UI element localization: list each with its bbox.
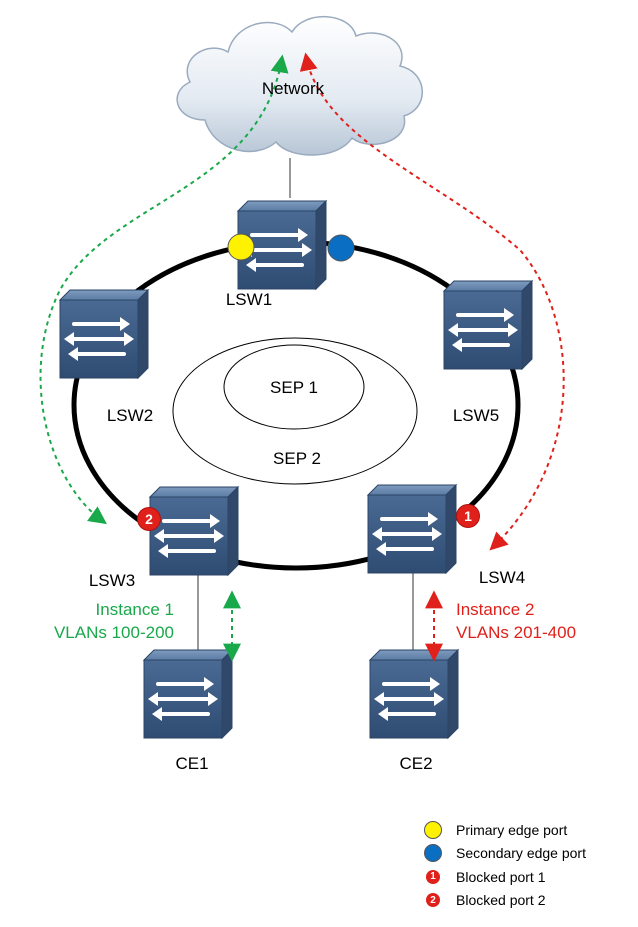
legend-label: Primary edge port <box>456 821 568 838</box>
red-number-1-icon: 1 <box>426 869 440 884</box>
instance1-paths <box>39 54 289 662</box>
ce2-label: CE2 <box>399 754 433 773</box>
legend-label: Blocked port 1 <box>456 868 546 885</box>
switch-lsw4 <box>366 483 458 575</box>
legend-item-blocked-2: 2 Blocked port 2 <box>424 889 586 913</box>
sep2-label: SEP 2 <box>273 449 321 468</box>
lsw5-label: LSW5 <box>452 406 500 425</box>
legend: Primary edge port Secondary edge port 1 … <box>424 818 586 912</box>
ce1-label: CE1 <box>175 754 209 773</box>
switch-lsw2 <box>58 288 150 380</box>
sep1-label: SEP 1 <box>270 378 318 397</box>
switch-lsw3 <box>148 485 240 577</box>
blocked-port-2-badge: 2 <box>138 508 160 530</box>
instance2-name: Instance 2 <box>456 600 535 619</box>
lsw4-label: LSW4 <box>478 568 526 587</box>
instance2-caption: Instance 2 VLANs 201-400 <box>456 598 576 644</box>
instance1-caption: Instance 1 VLANs 100-200 <box>14 598 174 644</box>
instance1-name: Instance 1 <box>95 600 174 619</box>
switch-ce2 <box>368 648 460 740</box>
network-label: Network <box>261 79 325 98</box>
secondary-edge-port <box>327 234 355 262</box>
legend-item-secondary-edge: Secondary edge port <box>424 842 586 866</box>
primary-edge-port <box>227 233 255 261</box>
lsw1-label: LSW1 <box>225 290 273 309</box>
legend-label: Blocked port 2 <box>456 892 546 909</box>
lsw3-label: LSW3 <box>88 571 136 590</box>
legend-label: Secondary edge port <box>456 845 586 862</box>
lsw2-label: LSW2 <box>106 406 154 425</box>
red-number-2-icon: 2 <box>426 893 440 908</box>
yellow-circle-icon <box>424 820 442 839</box>
instance2-vlans: VLANs 201-400 <box>456 623 577 642</box>
switch-lsw5 <box>442 279 534 371</box>
legend-item-primary-edge: Primary edge port <box>424 818 586 842</box>
blocked-port-1-badge: 1 <box>457 505 479 527</box>
instance2-paths <box>299 52 565 662</box>
switch-ce1 <box>142 648 234 740</box>
instance1-vlans: VLANs 100-200 <box>53 623 174 642</box>
legend-item-blocked-1: 1 Blocked port 1 <box>424 865 586 889</box>
blue-circle-icon <box>424 844 442 863</box>
